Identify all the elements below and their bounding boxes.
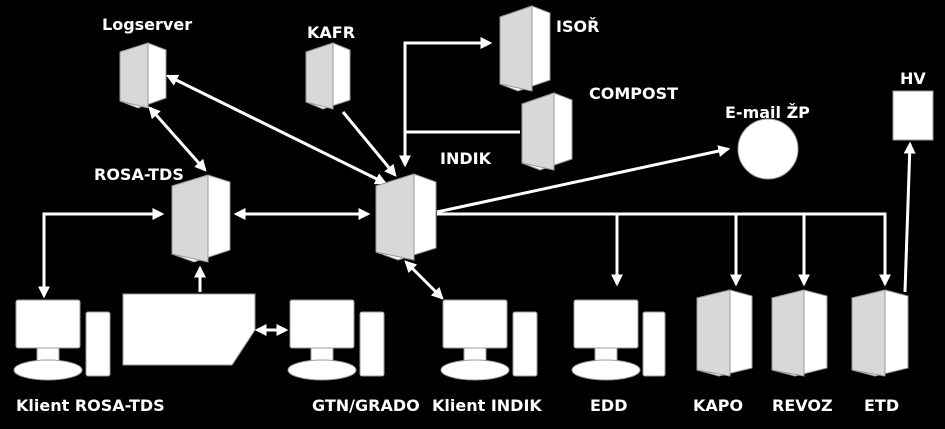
email-node: E-mail ŽP	[725, 103, 810, 180]
etd-node: ETD	[851, 289, 909, 415]
revoz-node: REVOZ	[771, 289, 833, 415]
edge-etd-hv	[903, 141, 916, 293]
edges	[38, 37, 916, 336]
kafr-label: KAFR	[307, 23, 355, 42]
indik-label: INDIK	[440, 149, 492, 168]
isor-label: ISOŘ	[556, 17, 599, 36]
logserver-label: Logserver	[102, 15, 192, 34]
edd-computer: EDD	[571, 299, 666, 415]
rosa-tds-label: ROSA-TDS	[94, 165, 184, 184]
klient-rosa-label: Klient ROSA-TDS	[16, 396, 165, 415]
device-node	[122, 293, 256, 366]
indik-central-node: INDIK	[375, 149, 492, 261]
kapo-label: KAPO	[693, 396, 743, 415]
klient-rosa-computer: Klient ROSA-TDS	[13, 299, 165, 415]
kafr-node: KAFR	[305, 23, 355, 110]
hv-label: HV	[900, 69, 926, 88]
revoz-label: REVOZ	[772, 396, 833, 415]
edge-kafr-central	[341, 111, 397, 177]
edd-label: EDD	[590, 396, 628, 415]
email-label: E-mail ŽP	[725, 103, 810, 122]
edge-central-email	[436, 145, 731, 214]
klient-indik-computer: Klient INDIK	[432, 299, 542, 415]
edge-rosa-klient	[38, 208, 165, 299]
hv-node: HV	[892, 69, 934, 141]
edge-logserver-rosa	[148, 106, 207, 172]
rosa-tds-node: ROSA-TDS	[94, 165, 231, 263]
edge-isor-central	[399, 37, 493, 168]
logserver-node: Logserver	[102, 15, 192, 109]
compost-label: COMPOST	[589, 84, 678, 103]
gtn-grado-label: GTN/GRADO	[312, 396, 420, 415]
isor-node: ISOŘ	[499, 5, 599, 92]
gtn-grado-computer: GTN/GRADO	[287, 299, 420, 415]
etd-label: ETD	[864, 396, 899, 415]
edge-central-klient-indik	[404, 260, 444, 300]
edge-logserver-central	[165, 74, 388, 185]
kapo-node: KAPO	[693, 289, 753, 415]
klient-indik-label: Klient INDIK	[432, 396, 542, 415]
edge-central-bus	[437, 212, 891, 287]
compost-node: COMPOST	[521, 84, 678, 171]
